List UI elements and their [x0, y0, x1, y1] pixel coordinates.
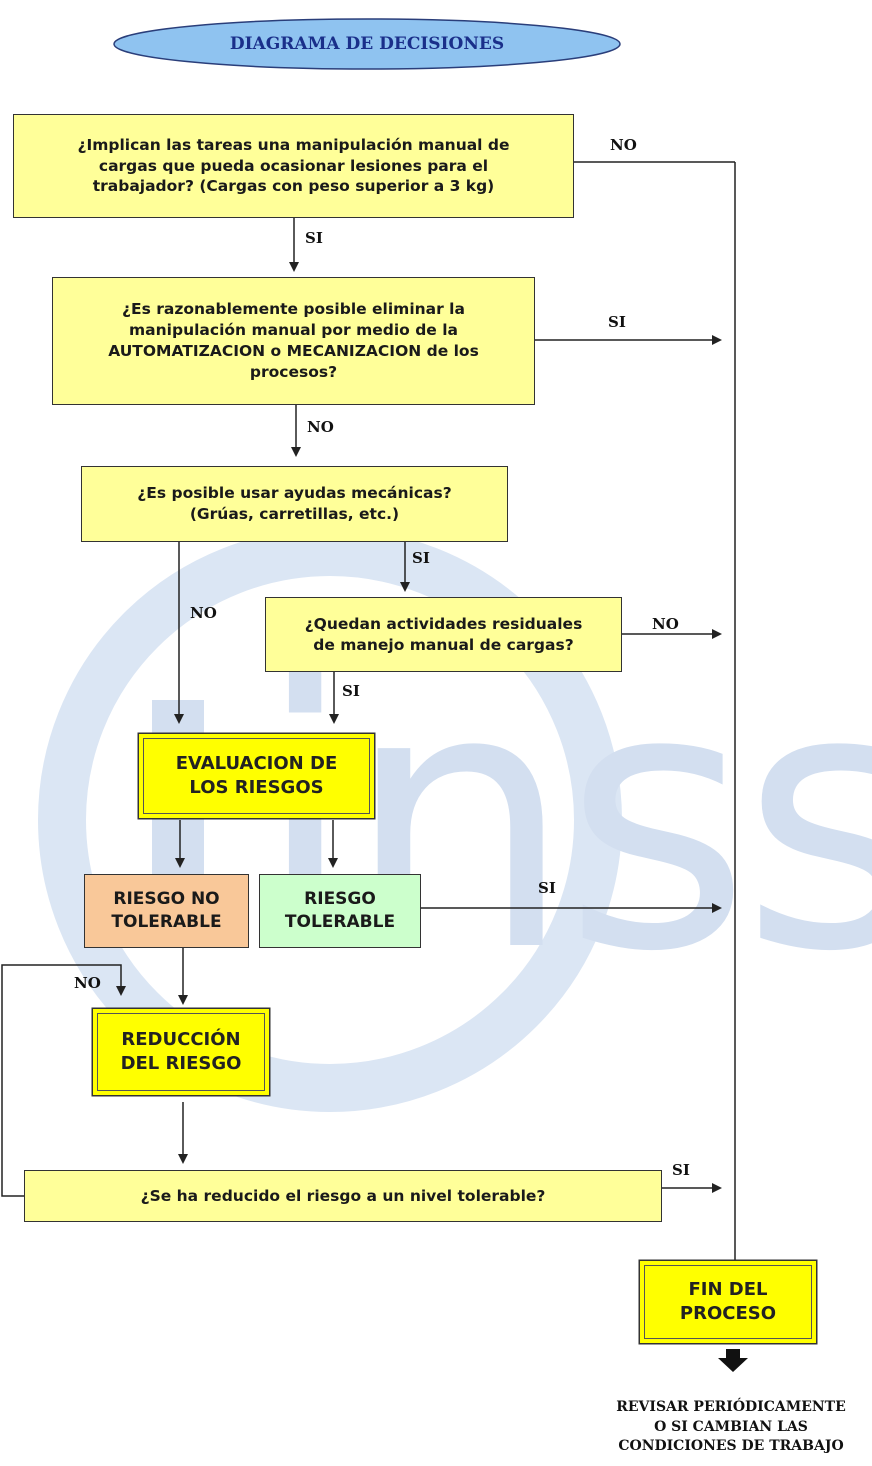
question-ayudas-mecanicas: ¿Es posible usar ayudas mecánicas? (Grúa… — [81, 466, 508, 542]
question-riesgo-reducido: ¿Se ha reducido el riesgo a un nivel tol… — [24, 1170, 662, 1222]
diagram-title: DIAGRAMA DE DECISIONES — [229, 34, 505, 54]
box-riesgo-tolerable: RIESGO TOLERABLE — [259, 874, 421, 948]
label-q2-no: NO — [307, 418, 334, 436]
label-q3-no: NO — [190, 604, 217, 622]
label-q2-si: SI — [608, 313, 626, 331]
question-eliminar-manipulacion: ¿Es razonablemente posible eliminar la m… — [52, 277, 535, 405]
down-block-arrow-icon — [718, 1349, 748, 1372]
box-evaluacion-riesgos: EVALUACION DE LOS RIESGOS — [143, 738, 370, 814]
box-riesgo-no-tolerable: RIESGO NO TOLERABLE — [84, 874, 249, 948]
label-q4-si: SI — [342, 682, 360, 700]
box-reduccion-riesgo: REDUCCIÓN DEL RIESGO — [97, 1013, 265, 1091]
label-q4-no: NO — [652, 615, 679, 633]
label-q5-no: NO — [74, 974, 101, 992]
question-actividades-residuales: ¿Quedan actividades residuales de manejo… — [265, 597, 622, 672]
watermark-text: insst — [255, 611, 872, 1030]
label-q1-no: NO — [610, 136, 637, 154]
footer-revisar-periodicamente: REVISAR PERIÓDICAMENTE O SI CAMBIAN LAS … — [616, 1399, 846, 1455]
label-q3-si: SI — [412, 549, 430, 567]
box-fin-proceso: FIN DEL PROCESO — [644, 1265, 812, 1339]
question-manipulacion-manual: ¿Implican las tareas una manipulación ma… — [13, 114, 574, 218]
label-tolerable-si: SI — [538, 879, 556, 897]
label-q1-si: SI — [305, 229, 323, 247]
label-q5-si: SI — [672, 1161, 690, 1179]
